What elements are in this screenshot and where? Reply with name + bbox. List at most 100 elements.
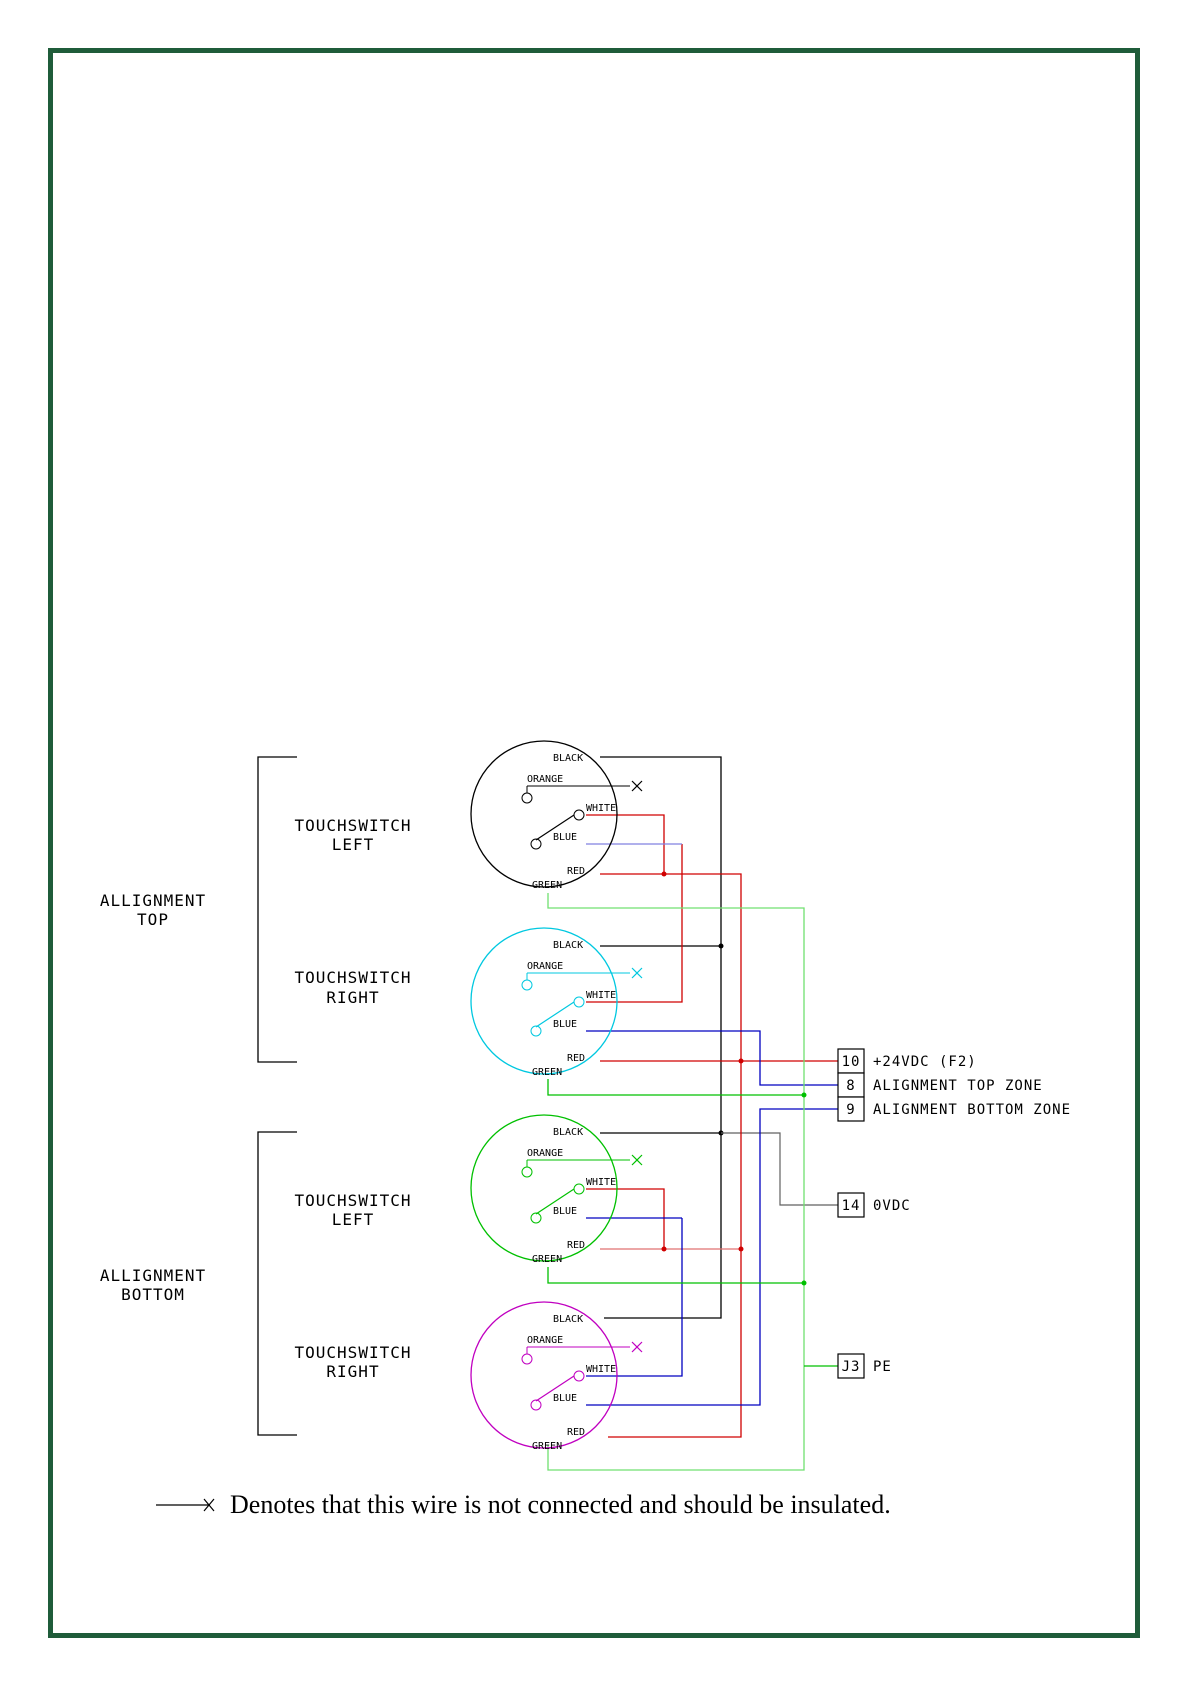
switch-1-orange-terminal <box>521 792 533 804</box>
footnote-wire-icon <box>156 1498 215 1512</box>
switch-2-red-label: RED <box>567 1053 585 1064</box>
terminal-box-10 <box>837 1048 865 1074</box>
touchswitch-2: BLACK ORANGE WHITE BLUE RED GREEN <box>470 927 643 1078</box>
switch-4-orange-label: ORANGE <box>527 1335 563 1346</box>
switch-3-body <box>470 1114 618 1262</box>
terminal-block: 10 +24VDC (F2) 8 ALIGNMENT TOP ZONE 9 AL… <box>837 1048 1071 1379</box>
switch-4-white-label: WHITE <box>586 1364 616 1375</box>
switch-2-white-terminal <box>573 996 585 1008</box>
switch-3-white-terminal <box>573 1183 585 1195</box>
switch-label-4-line1: TOUCHSWITCH <box>295 1343 412 1362</box>
touchswitch-4: BLACK ORANGE WHITE BLUE RED GREEN <box>470 1301 643 1452</box>
wire-green-2 <box>547 1079 804 1096</box>
junction-red-4 <box>738 1246 744 1252</box>
switch-2-green-label: GREEN <box>532 1067 562 1078</box>
group-label-top-line2: TOP <box>137 910 169 929</box>
switch-2-orange-label: ORANGE <box>527 961 563 972</box>
switch-3-black-label: BLACK <box>553 1127 583 1138</box>
switch-label-3-line1: TOUCHSWITCH <box>295 1191 412 1210</box>
switch-4-white-terminal <box>573 1370 585 1382</box>
touchswitch-3: BLACK ORANGE WHITE BLUE RED GREEN <box>470 1114 643 1265</box>
switch-4-blue-terminal <box>530 1399 542 1411</box>
terminal-box-j3 <box>837 1353 865 1379</box>
junction-green-2 <box>801 1280 807 1286</box>
switch-1-lever <box>535 814 575 841</box>
bracket-top <box>257 756 297 1063</box>
switch-2-white-label: WHITE <box>586 990 616 1001</box>
switch-1-black-label: BLACK <box>553 753 583 764</box>
footnote-text: Denotes that this wire is not connected … <box>230 1490 891 1519</box>
wire-0vdc <box>721 1132 838 1206</box>
group-label-bottom-line2: BOTTOM <box>121 1285 185 1304</box>
switch-label-2-line2: RIGHT <box>326 988 379 1007</box>
switch-2-lever <box>535 1001 575 1028</box>
switch-2-blue-label: BLUE <box>553 1019 577 1030</box>
switch-1-orange-label: ORANGE <box>527 774 563 785</box>
switch-3-nc-x-icon <box>631 1154 643 1166</box>
terminal-label-9: ALIGNMENT BOTTOM ZONE <box>873 1102 1071 1118</box>
switch-2-black-label: BLACK <box>553 940 583 951</box>
switch-4-body <box>470 1301 618 1449</box>
switch-3-blue-terminal <box>530 1212 542 1224</box>
switch-3-green-label: GREEN <box>532 1254 562 1265</box>
switch-1-blue-terminal <box>530 838 542 850</box>
switch-4-red-label: RED <box>567 1427 585 1438</box>
page-frame <box>48 48 1140 1638</box>
switch-label-3-line2: LEFT <box>332 1210 375 1229</box>
wire-green-3 <box>547 1267 804 1284</box>
junction-red-2 <box>738 1058 744 1064</box>
switch-3-blue-label: BLUE <box>553 1206 577 1217</box>
junction-red-1 <box>661 871 667 877</box>
switch-label-2-line1: TOUCHSWITCH <box>295 968 412 987</box>
junction-black-1 <box>718 943 724 949</box>
wire-black-1 <box>600 756 722 1319</box>
switch-4-blue-label: BLUE <box>553 1393 577 1404</box>
terminal-label-8: ALIGNMENT TOP ZONE <box>873 1078 1043 1094</box>
terminal-number-j3: J3 <box>842 1359 861 1375</box>
junction-red-3 <box>661 1246 667 1252</box>
switch-1-white-label: WHITE <box>586 803 616 814</box>
wire-white-1 <box>586 814 665 874</box>
switch-label-4-line2: RIGHT <box>326 1362 379 1381</box>
switch-label-1-line2: LEFT <box>332 835 375 854</box>
terminal-label-10: +24VDC (F2) <box>873 1054 977 1070</box>
switch-1-body <box>470 740 618 888</box>
switch-3-orange-label: ORANGE <box>527 1148 563 1159</box>
terminal-box-9 <box>837 1096 865 1122</box>
junction-green-1 <box>801 1092 807 1098</box>
terminal-number-14: 14 <box>842 1198 861 1214</box>
switch-3-lever <box>535 1188 575 1215</box>
terminal-number-10: 10 <box>842 1054 861 1070</box>
switch-1-blue-label: BLUE <box>553 832 577 843</box>
switch-3-orange-terminal <box>521 1166 533 1178</box>
switch-3-white-label: WHITE <box>586 1177 616 1188</box>
switch-4-black-label: BLACK <box>553 1314 583 1325</box>
switch-1-red-label: RED <box>567 866 585 877</box>
switch-2-nc-x-icon <box>631 967 643 979</box>
touchswitch-1: BLACK ORANGE WHITE BLUE RED GREEN <box>470 740 643 891</box>
terminal-number-8: 8 <box>846 1078 855 1094</box>
switch-2-orange-terminal <box>521 979 533 991</box>
terminal-number-9: 9 <box>846 1102 855 1118</box>
switch-1-white-terminal <box>573 809 585 821</box>
terminal-label-14: 0VDC <box>873 1198 911 1214</box>
group-label-bottom-line1: ALLIGNMENT <box>100 1266 206 1285</box>
switch-2-blue-terminal <box>530 1025 542 1037</box>
wire-blue-2 <box>586 1030 838 1086</box>
terminal-box-14 <box>837 1192 865 1218</box>
switch-3-red-label: RED <box>567 1240 585 1251</box>
bracket-bottom <box>257 1131 297 1436</box>
wire-white-3 <box>586 1188 665 1249</box>
switch-4-green-label: GREEN <box>532 1441 562 1452</box>
wire-red-1 <box>600 873 742 1438</box>
switch-2-body <box>470 927 618 1075</box>
wire-white-4 <box>586 1218 683 1377</box>
group-label-top-line1: ALLIGNMENT <box>100 891 206 910</box>
switch-4-lever <box>535 1375 575 1402</box>
terminal-label-j3: PE <box>873 1359 892 1375</box>
wire-white-2 <box>586 844 683 1003</box>
switch-4-nc-x-icon <box>631 1341 643 1353</box>
switch-1-nc-x-icon <box>631 780 643 792</box>
switch-1-green-label: GREEN <box>532 880 562 891</box>
